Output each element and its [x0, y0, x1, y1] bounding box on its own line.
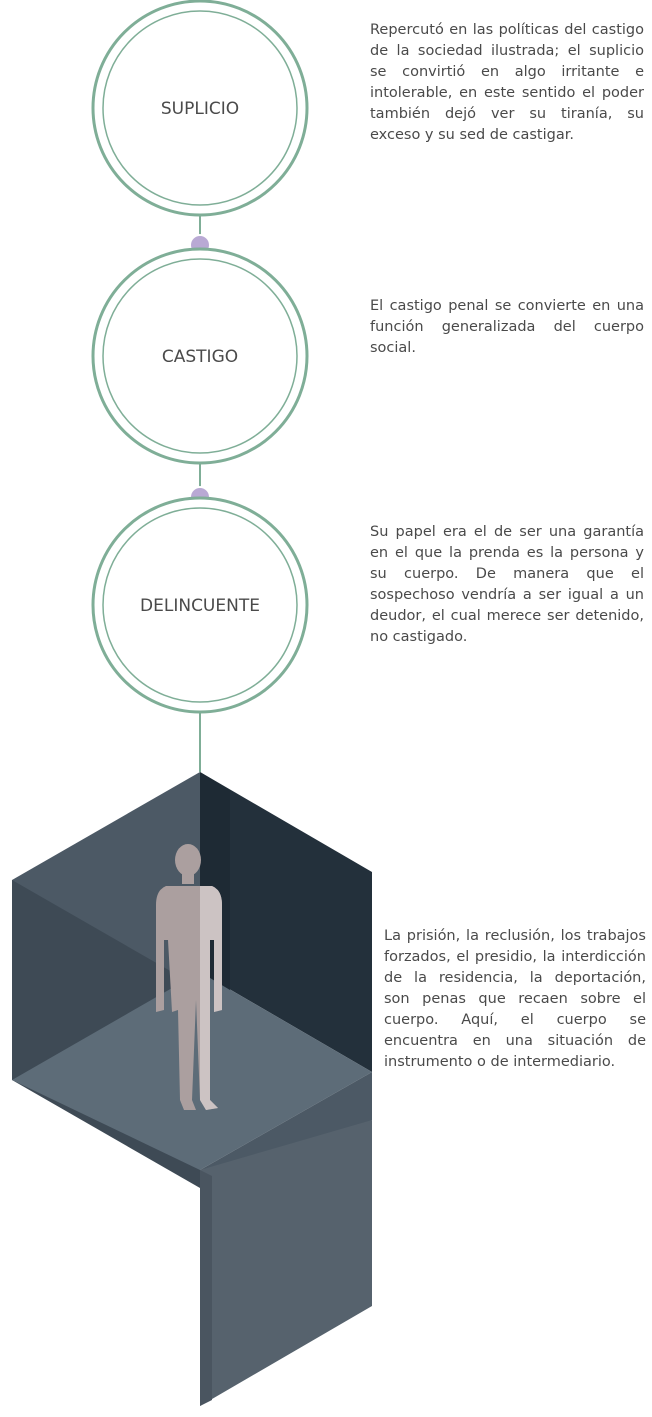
- node-inner-ring: [102, 507, 298, 703]
- node-castigo: CASTIGO: [91, 247, 309, 465]
- prison-description: La prisión, la reclusión, los tra­bajos …: [384, 928, 646, 1070]
- node-label: SUPLICIO: [161, 99, 239, 119]
- node-delincuente: DELINCUENTE: [91, 496, 309, 714]
- person-neck: [182, 874, 194, 884]
- node-description-castigo: El castigo penal se convierte en una fun…: [370, 298, 644, 356]
- cell-pillar-shadow: [200, 1170, 212, 1406]
- node-description-suplicio: Repercutó en las políticas del castigo d…: [370, 22, 644, 143]
- node-description-delincuente: Su papel era el de ser una garantía en e…: [370, 524, 644, 645]
- prison-cell-illustration: [12, 772, 372, 1406]
- cell-pillar: [200, 1120, 372, 1406]
- person-highlight: [200, 886, 222, 1110]
- person-silhouette: [156, 844, 222, 1110]
- node-inner-ring: [102, 258, 298, 454]
- node-label: DELINCUENTE: [140, 596, 260, 616]
- node-inner-ring: [102, 10, 298, 206]
- node-suplicio: SUPLICIO: [91, 0, 309, 217]
- person-head: [175, 844, 201, 876]
- node-label: CASTIGO: [162, 347, 238, 367]
